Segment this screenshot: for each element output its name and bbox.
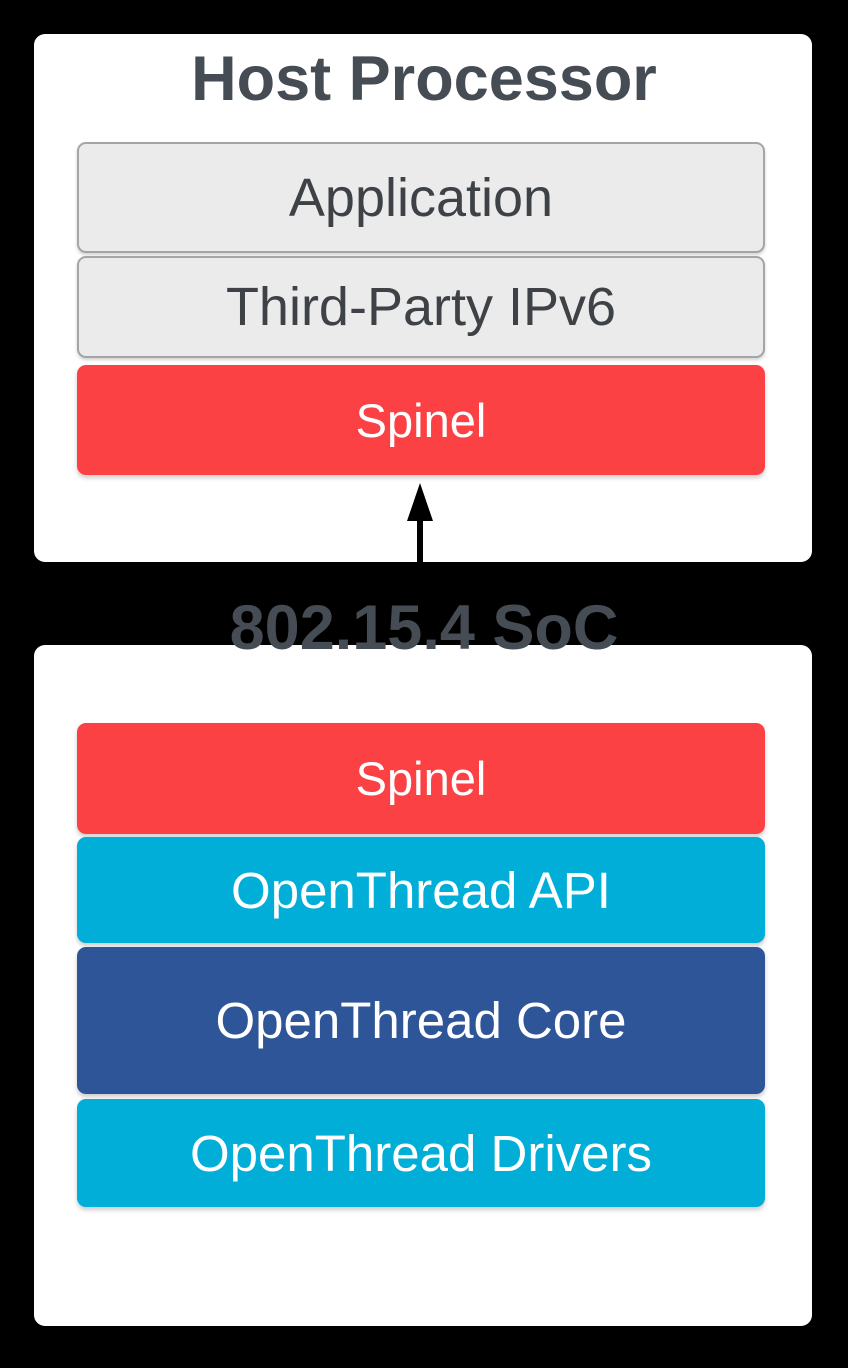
layer-openthread-core: OpenThread Core <box>77 947 765 1094</box>
layer-spinel-soc: Spinel <box>77 723 765 834</box>
layer-application: Application <box>77 142 765 253</box>
layer-openthread-drivers: OpenThread Drivers <box>77 1099 765 1207</box>
layer-spinel-host: Spinel <box>77 365 765 475</box>
host-processor-title: Host Processor <box>191 44 657 114</box>
soc-title: 802.15.4 SoC <box>229 593 619 663</box>
layer-openthread-api: OpenThread API <box>77 837 765 943</box>
layer-third-party-ipv6: Third-Party IPv6 <box>77 256 765 358</box>
